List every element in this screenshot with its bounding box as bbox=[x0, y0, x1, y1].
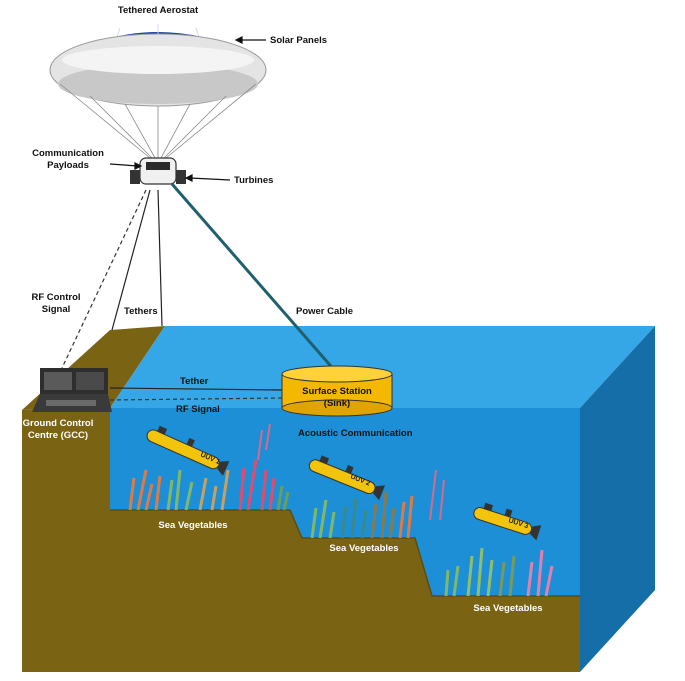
communication-payloads-label-line2: Payloads bbox=[47, 160, 89, 171]
gcc-label-line1: Ground Control bbox=[23, 418, 94, 429]
surface-station-label-line1: Surface Station bbox=[302, 386, 372, 397]
gcc-label-line2: Centre (GCC) bbox=[28, 430, 88, 441]
ground-control-centre-laptop bbox=[32, 368, 112, 412]
turbine-left bbox=[130, 170, 140, 184]
turbines-label: Turbines bbox=[234, 175, 273, 186]
surface-station-label-line2: (Sink) bbox=[324, 398, 350, 409]
communication-payload-pod bbox=[140, 158, 176, 184]
rf-signal-label: RF Signal bbox=[176, 404, 220, 415]
turbine-right bbox=[176, 170, 186, 184]
rf-control-label-line2: Signal bbox=[42, 304, 71, 315]
solar-panels-label: Solar Panels bbox=[270, 35, 327, 46]
sea-vegetables-label-2: Sea Vegetables bbox=[329, 543, 398, 554]
sea-vegetables-label-1: Sea Vegetables bbox=[158, 520, 227, 531]
power-cable-label: Power Cable bbox=[296, 306, 353, 317]
tether-line-2 bbox=[158, 190, 162, 326]
tether-label: Tether bbox=[180, 376, 209, 387]
sea-vegetables-label-3: Sea Vegetables bbox=[473, 603, 542, 614]
communication-payloads-label-line1: Communication bbox=[32, 148, 104, 159]
rf-control-label-line1: RF Control bbox=[31, 292, 80, 303]
tethers-label: Tethers bbox=[124, 306, 158, 317]
acoustic-communication-label: Acoustic Communication bbox=[298, 428, 413, 439]
aerostat-label: Tethered Aerostat bbox=[118, 5, 199, 16]
